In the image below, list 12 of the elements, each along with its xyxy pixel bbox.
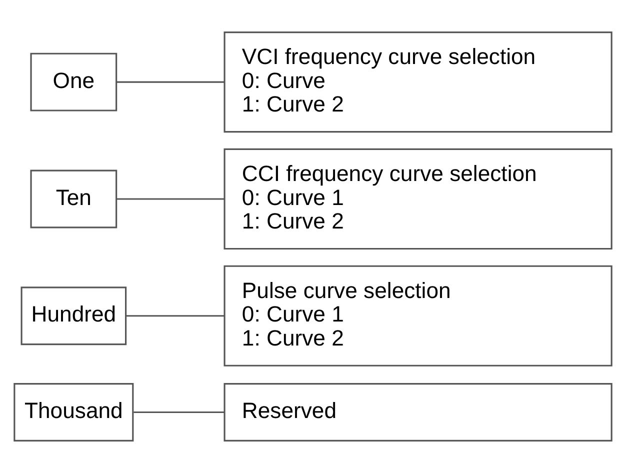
node-box: Hundred [20,286,127,345]
node-box: CCI frequency curve selection 0: Curve 1 1: Curve 2 [224,148,612,250]
node-box: VCI frequency curve selection 0: Curve 1: Curve 2 [224,31,612,132]
node-box: Thousand [14,382,134,441]
connector [134,410,224,413]
node-box: One [30,52,118,111]
connector [126,314,224,316]
node-box: Reserved [224,382,612,441]
node-box: Ten [30,169,118,228]
node-box: Pulse curve selection 0: Curve 1 1: Curve 2 [224,264,612,366]
connector [116,198,224,200]
connector [116,80,224,82]
